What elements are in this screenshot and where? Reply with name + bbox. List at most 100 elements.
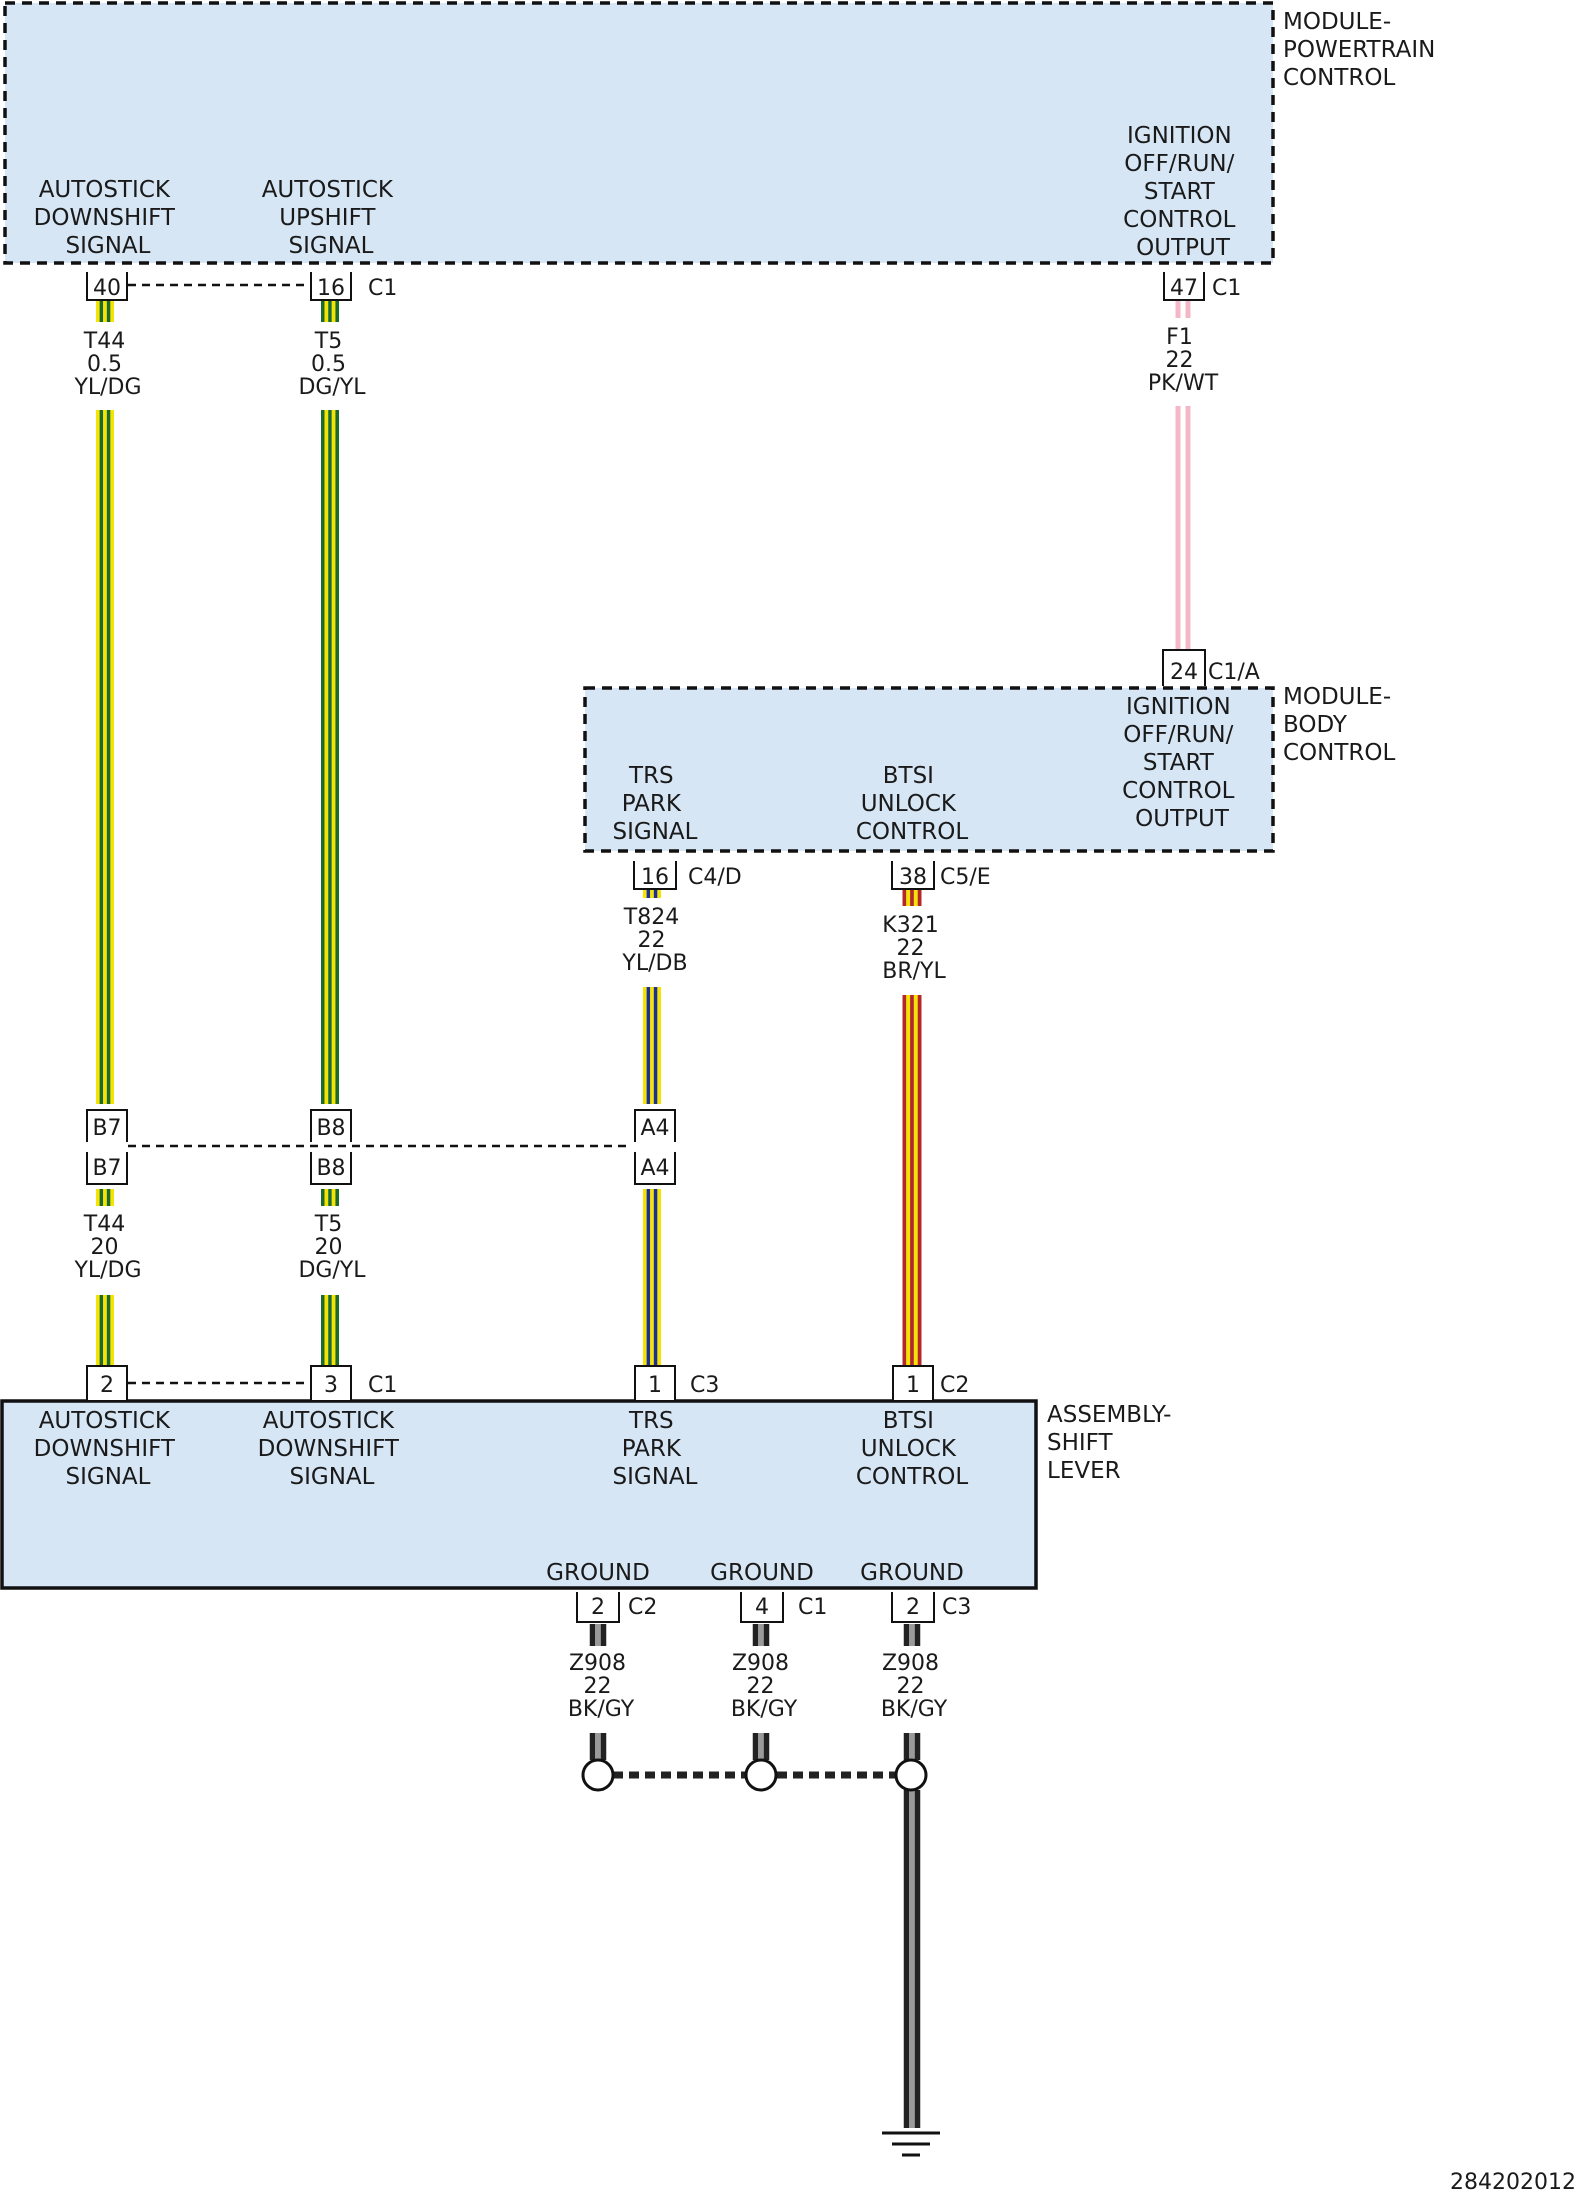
bcm-module-box <box>583 686 1275 853</box>
sl-ground-c-label: GROUND <box>860 1560 964 1586</box>
splice-node-b <box>744 1758 778 1792</box>
wire-f1-pcm-stub <box>1175 300 1191 318</box>
wire-t5-mid-stub <box>321 1189 339 1206</box>
pin-pcm-40: 40 <box>93 276 121 301</box>
conn-bcm-c4d: C4/D <box>688 865 742 890</box>
bcm-name: MODULE- BODY CONTROL <box>1283 684 1398 766</box>
wire-t44-pcm-stub <box>96 300 114 322</box>
pinbox-inline-b8-bottom <box>310 1152 352 1185</box>
wire-t5-upper <box>321 410 339 1104</box>
wire-label-z908-a: Z908 22 BK/GY <box>568 1651 635 1722</box>
pinbox-pcm-47 <box>1163 272 1205 301</box>
pinbox-sl-2 <box>86 1365 128 1400</box>
pinbox-pcm-16 <box>310 272 352 301</box>
wire-z908-c-stub <box>903 1624 921 1646</box>
pin-inline-a4-top: A4 <box>640 1116 669 1141</box>
pcm-ignition-label: IGNITION OFF/RUN/ START CONTROL OUTPUT <box>1123 123 1243 261</box>
wire-label-t824: T824 22 YL/DB <box>621 905 687 976</box>
wire-z908-c-lower <box>903 1733 921 1760</box>
splice-node-c <box>894 1758 928 1792</box>
wire-label-t5-upper: T5 0.5 DG/YL <box>298 329 366 400</box>
pin-gnd-2a: 2 <box>591 1595 605 1620</box>
pin-group <box>86 272 1206 1623</box>
shift-lever-name: ASSEMBLY- SHIFT LEVER <box>1047 1402 1179 1484</box>
wire-group <box>96 300 1191 2128</box>
conn-sl-c1: C1 <box>368 1373 397 1398</box>
pin-pcm-47: 47 <box>1170 276 1198 301</box>
wire-f1 <box>1175 406 1191 650</box>
pin-bcm-38: 38 <box>899 865 927 890</box>
wire-t824-lower <box>643 1189 661 1366</box>
pinbox-bcm-16 <box>633 861 677 890</box>
wire-z908-a-lower <box>589 1733 607 1760</box>
bcm-ignition-label: IGNITION OFF/RUN/ START CONTROL OUTPUT <box>1122 694 1242 832</box>
wire-t44-mid-stub <box>96 1189 114 1206</box>
wire-z908-ground-run <box>903 1790 921 2128</box>
figure-id: 2842020126 <box>1450 2170 1577 2195</box>
pinbox-inline-b7-bottom <box>86 1152 128 1185</box>
pin-bcm-24: 24 <box>1170 660 1198 685</box>
conn-gnd-c1: C1 <box>798 1595 827 1620</box>
pinbox-pcm-40 <box>86 272 128 301</box>
bcm-trs-label: TRS PARK SIGNAL <box>613 763 698 845</box>
wire-label-t5-lower: T5 20 DG/YL <box>298 1212 366 1283</box>
sl-downshift-b-label: AUTOSTICK DOWNSHIFT SIGNAL <box>258 1408 407 1490</box>
pcm-module-box <box>3 1 1275 265</box>
pinbox-sl-1-trs <box>634 1365 676 1400</box>
pin-inline-b7-top: B7 <box>92 1116 121 1141</box>
wire-label-z908-c: Z908 22 BK/GY <box>881 1651 948 1722</box>
pinbox-inline-b7-top <box>86 1109 128 1142</box>
pinbox-gnd-2a <box>576 1592 620 1623</box>
conn-pcm-c1-b: C1 <box>1212 276 1241 301</box>
pin-bcm-16: 16 <box>641 865 669 890</box>
bcm-btsi-label: BTSI UNLOCK CONTROL <box>856 763 969 845</box>
conn-sl-c2: C2 <box>940 1373 969 1398</box>
pin-sl-3: 3 <box>324 1373 338 1398</box>
wire-label-z908-b: Z908 22 BK/GY <box>731 1651 798 1722</box>
sl-downshift-a-label: AUTOSTICK DOWNSHIFT SIGNAL <box>34 1408 183 1490</box>
pin-inline-b8-bottom: B8 <box>316 1156 345 1181</box>
pinbox-sl-3 <box>310 1365 352 1400</box>
conn-bcm-c1a: C1/A <box>1208 660 1260 685</box>
wire-t5-pcm-stub <box>321 300 339 322</box>
shift-lever-assembly-box <box>0 1399 1038 1590</box>
wire-t824-upper <box>643 987 661 1104</box>
wire-k321-bcm-stub <box>902 889 922 906</box>
sl-trs-label: TRS PARK SIGNAL <box>613 1408 698 1490</box>
pin-sl-1-trs: 1 <box>648 1373 662 1398</box>
sl-ground-a-label: GROUND <box>546 1560 650 1586</box>
wire-t5-lower <box>321 1295 339 1366</box>
wire-t44-lower <box>96 1295 114 1366</box>
sl-ground-b-label: GROUND <box>710 1560 814 1586</box>
pin-sl-1-btsi: 1 <box>906 1373 920 1398</box>
wire-t824-bcm-stub <box>643 889 661 898</box>
pinbox-bcm-24 <box>1162 649 1206 686</box>
pinbox-sl-1-btsi <box>892 1365 934 1400</box>
ground-symbol <box>882 2131 940 2157</box>
pinbox-gnd-2b <box>891 1592 935 1623</box>
pin-gnd-2b: 2 <box>906 1595 920 1620</box>
conn-bcm-c5e: C5/E <box>940 865 991 890</box>
splice-node-a <box>581 1758 615 1792</box>
wire-label-f1: F1 22 PK/WT <box>1148 325 1219 396</box>
conn-gnd-c2: C2 <box>628 1595 657 1620</box>
pin-sl-2: 2 <box>100 1373 114 1398</box>
wire-label-t44-lower: T44 20 YL/DG <box>73 1212 141 1283</box>
pin-inline-b8-top: B8 <box>316 1116 345 1141</box>
pinbox-bcm-38 <box>891 861 935 890</box>
pinbox-gnd-4 <box>740 1592 784 1623</box>
conn-gnd-c3: C3 <box>942 1595 971 1620</box>
pinbox-inline-a4-top <box>634 1109 676 1142</box>
wire-z908-b-stub <box>752 1624 770 1646</box>
pin-gnd-4: 4 <box>755 1595 769 1620</box>
pcm-upshift-label: AUTOSTICK UPSHIFT SIGNAL <box>262 177 401 259</box>
wire-k321 <box>902 995 922 1366</box>
conn-sl-c3: C3 <box>690 1373 719 1398</box>
sl-btsi-label: BTSI UNLOCK CONTROL <box>856 1408 969 1490</box>
wire-z908-a-stub <box>589 1624 607 1646</box>
pinbox-inline-a4-bottom <box>634 1152 676 1185</box>
conn-pcm-c1-a: C1 <box>368 276 397 301</box>
pcm-name: MODULE- POWERTRAIN CONTROL <box>1283 9 1443 91</box>
wire-label-k321: K321 22 BR/YL <box>882 913 946 984</box>
